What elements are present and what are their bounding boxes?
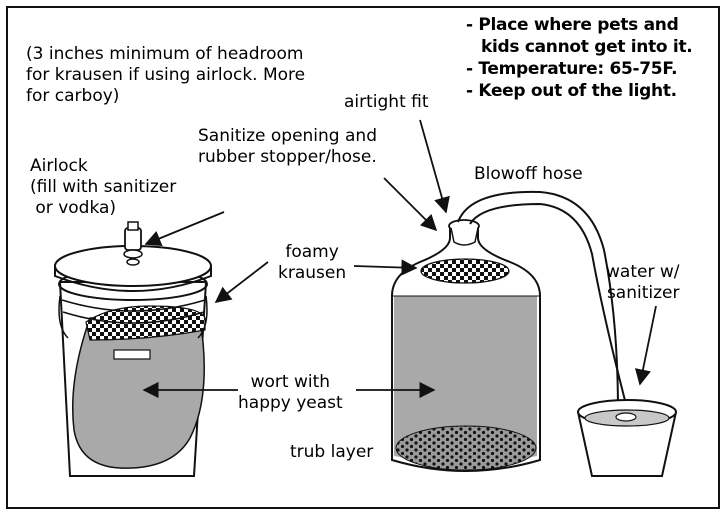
water-label: water w/ sanitizer (606, 262, 680, 303)
trub-label: trub layer (290, 442, 374, 462)
tip-line-4: - Keep out of the light. (466, 81, 677, 101)
callout-arrows (142, 119, 657, 399)
airtight-arrow (419, 119, 450, 214)
sanitizer-cup (577, 399, 677, 477)
carboy-opening-arrow (383, 177, 438, 232)
bucket-level-mark (113, 349, 151, 360)
carboy-trub (395, 425, 537, 471)
krausen-label: foamy krausen (278, 242, 347, 283)
sanitizer-arrow (634, 305, 657, 386)
airlock-label: Airlock (fill with sanitizer or vodka) (30, 156, 177, 218)
blowoff-label: Blowoff hose (474, 164, 583, 184)
headroom-note: (3 inches minimum of headroom for krause… (26, 44, 306, 106)
tip-line-3: - Temperature: 65-75F. (466, 59, 678, 79)
airtight-label: airtight fit (344, 92, 429, 112)
krausen-arrow (353, 259, 418, 276)
handling-tips: - Place where pets and kids cannot get i… (466, 14, 693, 102)
wort-label: wort with happy yeast (238, 372, 343, 413)
diagram-border (6, 6, 720, 509)
carboy-outline (391, 228, 541, 472)
carboy-krausen (420, 258, 510, 284)
tip-line-1: - Place where pets and (466, 15, 679, 35)
bucket-handle (58, 295, 208, 339)
bucket-wort (71, 317, 205, 469)
carboy-wort (394, 296, 537, 463)
airlock-device (123, 221, 143, 266)
blowoff-hose (457, 190, 629, 413)
bucket-opening-arrow (214, 261, 269, 303)
airlock-arrow (144, 211, 225, 246)
carboy-fermenter (391, 219, 541, 472)
bucket-fermenter (54, 221, 212, 477)
tip-line-2: kids cannot get into it. (481, 37, 693, 57)
sanitize-label: Sanitize opening and rubber stopper/hose… (198, 126, 377, 167)
